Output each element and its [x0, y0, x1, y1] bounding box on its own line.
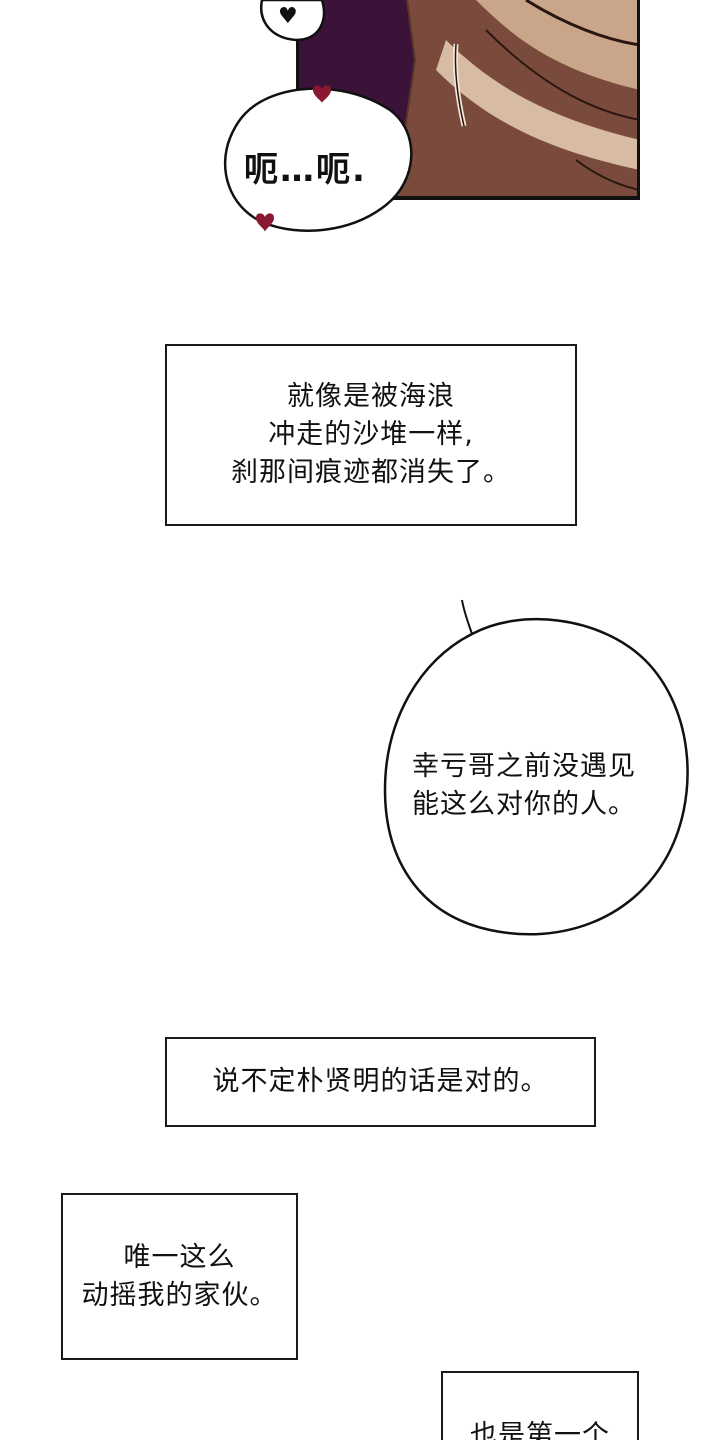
speech-line: 能这么对你的人。 — [412, 789, 636, 820]
speech-bubble — [383, 617, 689, 936]
heart-icon — [313, 85, 331, 103]
caption-line: 唯一这么 — [123, 1241, 236, 1273]
heart-icon — [256, 213, 274, 232]
caption-line: 刹那间痕迹都消失了。 — [231, 457, 511, 488]
caption-line: 也是第一个 — [470, 1420, 610, 1440]
sfx-bubble — [223, 87, 413, 232]
caption-line: 冲走的沙堆一样, — [268, 419, 474, 450]
caption-line: 就像是被海浪 — [287, 381, 455, 412]
caption-box: 说不定朴贤明的话是对的。 — [165, 1037, 596, 1127]
sfx-text: 呃…呃. — [244, 150, 367, 190]
caption-line: 动摇我的家伙。 — [81, 1279, 278, 1311]
speech-text: 幸亏哥之前没遇见 能这么对你的人。 — [412, 748, 636, 824]
small-bubble-text: ♥ — [278, 4, 300, 29]
caption-box: 唯一这么 动摇我的家伙。 — [61, 1193, 298, 1360]
caption-line: 说不定朴贤明的话是对的。 — [212, 1066, 549, 1097]
speech-tail — [461, 599, 473, 635]
speech-line: 幸亏哥之前没遇见 — [412, 751, 636, 782]
small-bubble — [260, 0, 326, 42]
caption-box: 也是第一个 — [441, 1371, 639, 1440]
caption-box: 就像是被海浪 冲走的沙堆一样, 刹那间痕迹都消失了。 — [165, 344, 577, 526]
